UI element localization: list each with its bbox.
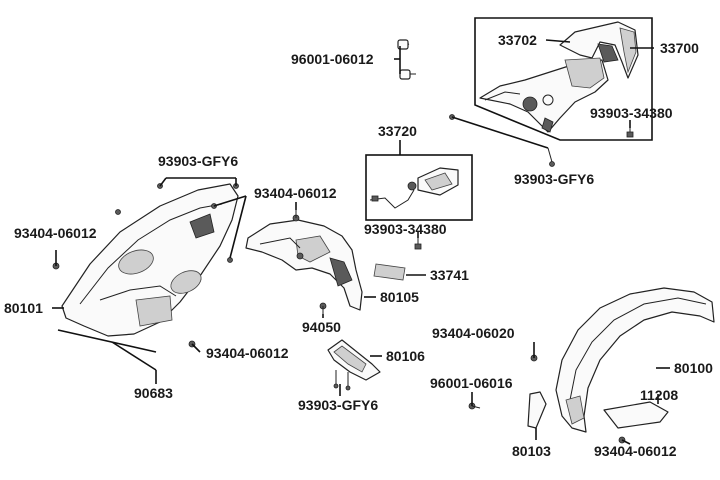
label-96001-06012: 96001-06012 — [291, 51, 374, 67]
mud-flap-80106 — [327, 339, 381, 381]
bracket-80103 — [527, 391, 547, 429]
label-90683: 90683 — [134, 385, 173, 401]
fender-bolts — [468, 354, 626, 444]
label-80106: 80106 — [386, 348, 425, 364]
label-93404-06012-bottom: 93404-06012 — [594, 443, 677, 459]
reflector-plate-33741 — [373, 263, 406, 281]
label-80103: 80103 — [512, 443, 551, 459]
license-light-part — [369, 167, 459, 209]
label-80101: 80101 — [4, 300, 43, 316]
label-93404-06012-lower: 93404-06012 — [206, 345, 289, 361]
taillight-assembly-frame — [474, 17, 653, 141]
label-96001-06016: 96001-06016 — [430, 375, 513, 391]
taillight-lens-part — [559, 21, 639, 79]
label-93404-06020: 93404-06020 — [432, 325, 515, 341]
part-labels: 96001-06012 33702 33700 93903-34380 3372… — [4, 32, 713, 459]
label-93903-gfy6-bottom: 93903-GFY6 — [298, 397, 378, 413]
license-light-frame — [365, 154, 473, 221]
label-93404-06012-left: 93404-06012 — [14, 225, 97, 241]
inner-fender-part — [245, 219, 363, 311]
bolt-94050 — [319, 302, 327, 314]
bolt-93404-mid — [292, 210, 300, 222]
label-93903-34380-mid: 93903-34380 — [364, 221, 447, 237]
label-33741: 33741 — [430, 267, 469, 283]
leader-lines — [52, 39, 670, 445]
label-93404-06012-mid: 93404-06012 — [254, 185, 337, 201]
taillight-housing-part — [479, 57, 609, 133]
label-80105: 80105 — [380, 289, 419, 305]
rear-fender-80100 — [555, 287, 715, 433]
label-33720: 33720 — [378, 123, 417, 139]
label-33700: 33700 — [660, 40, 699, 56]
bracket-11208 — [603, 401, 669, 429]
taillight-screw — [449, 114, 555, 167]
label-11208: 11208 — [640, 387, 678, 403]
label-93903-gfy6-left: 93903-GFY6 — [158, 153, 238, 169]
label-93903-gfy6-right: 93903-GFY6 — [514, 171, 594, 187]
label-80100: 80100 — [674, 360, 713, 376]
label-93903-34380-top: 93903-34380 — [590, 105, 673, 121]
license-light-screw — [414, 238, 422, 250]
rod-90683 — [57, 329, 157, 371]
under-cover-80101 — [61, 183, 239, 337]
flap-screws — [333, 370, 351, 391]
label-94050: 94050 — [302, 319, 341, 335]
label-33702: 33702 — [498, 32, 537, 48]
